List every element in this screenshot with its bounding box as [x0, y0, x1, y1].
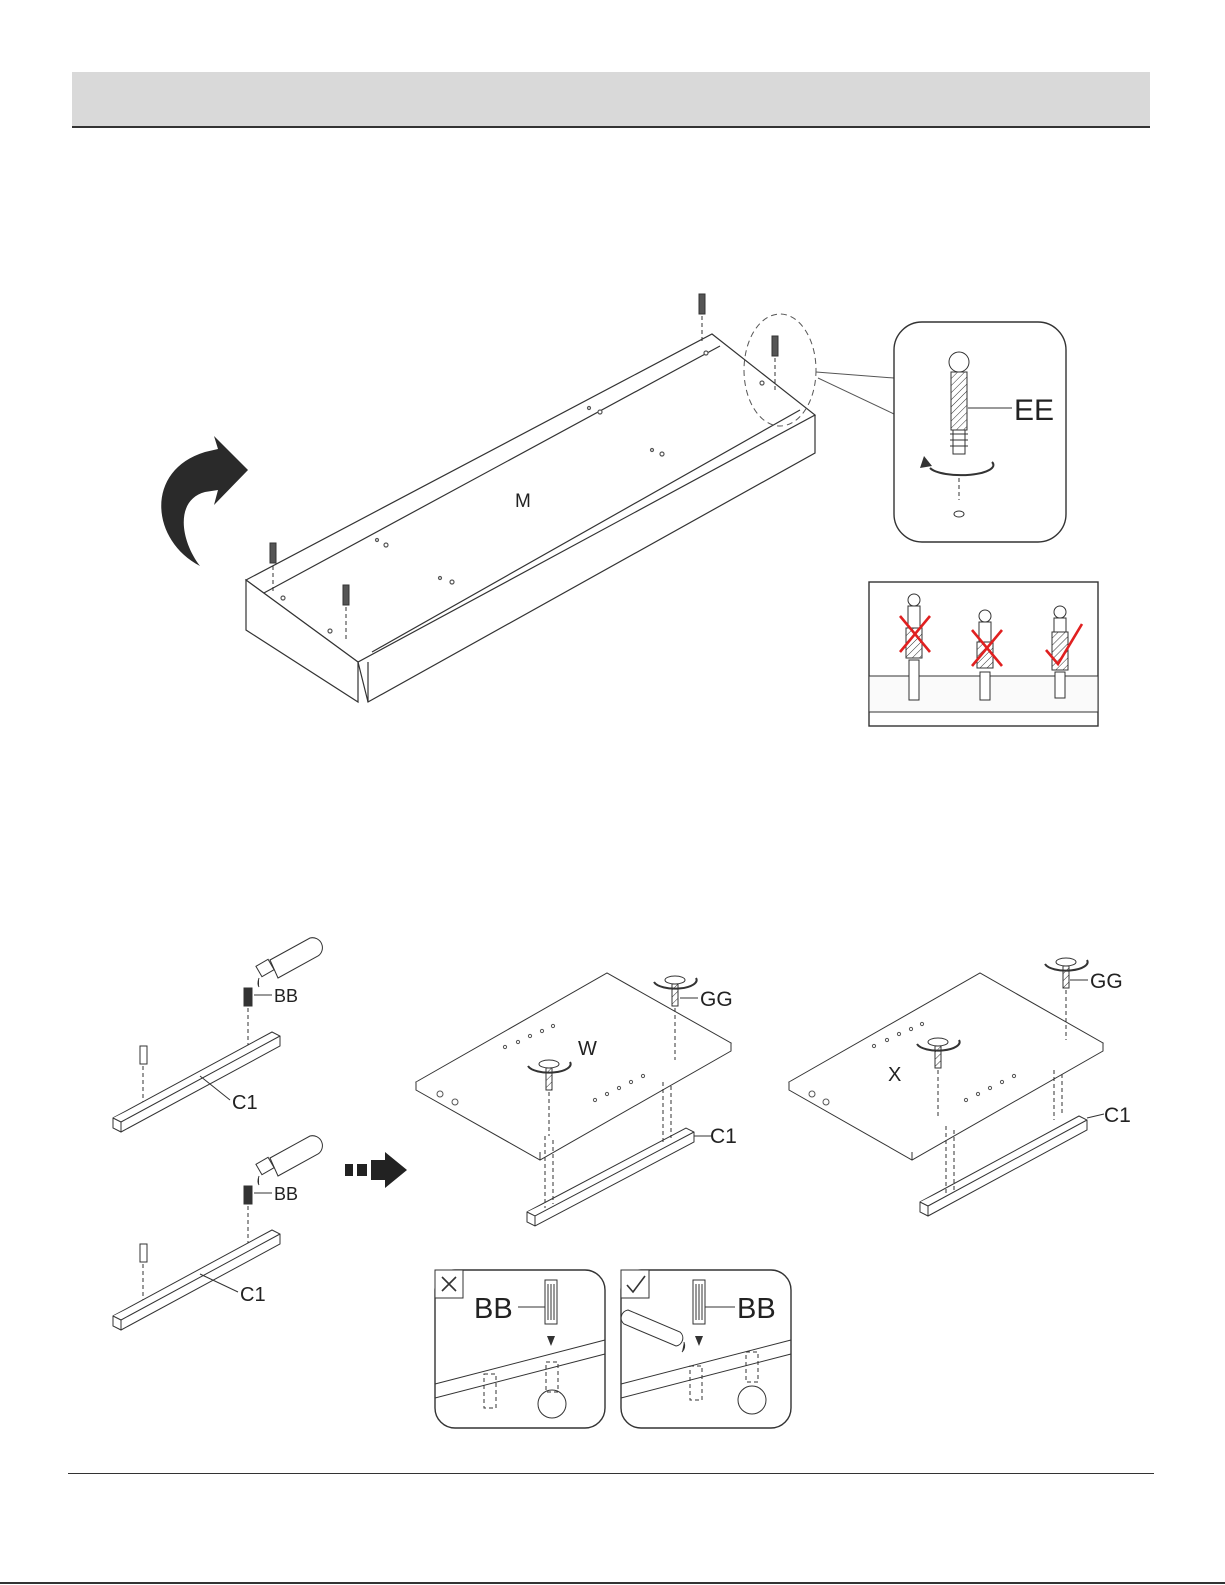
dowel-bb-label: BB: [274, 1184, 298, 1204]
rail-c1-label: C1: [232, 1092, 258, 1114]
panel-w-label: W: [578, 1038, 597, 1060]
depth-check-box: [869, 582, 1098, 726]
page-bottom-rule: [0, 1582, 1225, 1584]
wrong-box-bb-label: BB: [474, 1293, 513, 1325]
panel-m-label: M: [515, 491, 531, 512]
panel-x-label: X: [888, 1064, 901, 1086]
screw-gg-label: GG: [700, 988, 733, 1011]
wrong-glue-detail-box: [435, 1270, 605, 1428]
dowel-bb-label: BB: [274, 986, 298, 1006]
rotate-arrow-icon: [161, 436, 248, 566]
panel-m: [246, 334, 815, 702]
next-step-arrow-icon: [345, 1152, 407, 1188]
glue-bottle-icon: [256, 938, 322, 1185]
right-box-bb-label: BB: [737, 1293, 776, 1325]
fastener-ee-label: EE: [1014, 394, 1054, 427]
footer-divider: [68, 1473, 1154, 1474]
rail-c1-label: C1: [710, 1125, 737, 1148]
rail-c1-label: C1: [1104, 1104, 1131, 1127]
screw-gg-label: GG: [1090, 970, 1123, 993]
detail-box-ee: [894, 322, 1066, 542]
rail-c1-label: C1: [240, 1284, 266, 1306]
